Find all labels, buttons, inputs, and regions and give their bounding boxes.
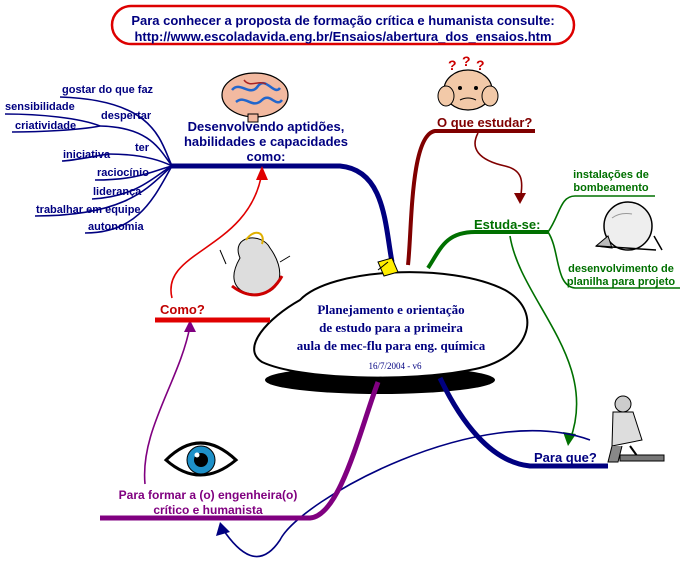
aptidao-equipe: trabalhar em equipe <box>36 204 141 216</box>
arrow-para-que-formar <box>221 429 591 558</box>
planilha-line2: planilha para projeto <box>566 276 676 288</box>
connector-aptidoes <box>170 163 395 263</box>
question-marks-head-icon: ? ? ? <box>437 53 499 111</box>
aptidao-lideranca: liderança <box>93 186 142 198</box>
arrowhead-como <box>256 166 268 180</box>
bell-icon <box>377 257 399 277</box>
svg-text:?: ? <box>448 57 457 73</box>
arrowhead-formar <box>184 320 196 332</box>
boulder-person-icon <box>594 201 663 251</box>
arrow-formar-como <box>143 325 191 485</box>
arrow-o-que-estuda <box>474 132 523 201</box>
connector-para-que <box>437 376 608 469</box>
banner-border <box>110 4 576 46</box>
aptidoes-line1: Desenvolvendo aptidões, <box>187 119 345 134</box>
para-formar-node: Para formar a (o) engenheira(o) crítico … <box>103 488 313 518</box>
estuda-se-node: Estuda-se: <box>474 217 541 232</box>
aptidoes-node: Desenvolvendo aptidões, habilidades e ca… <box>176 119 356 164</box>
aptidao-criatividade: criatividade <box>15 120 77 132</box>
eye-icon <box>163 441 239 477</box>
aptidao-despertar: despertar <box>101 110 152 122</box>
brain-icon <box>221 72 289 123</box>
thinker-icon <box>607 395 665 463</box>
aptidoes-line2: habilidades e capacidades <box>183 134 349 149</box>
instalacoes-line1: instalações de <box>573 169 649 181</box>
para-que-node: Para que? <box>534 450 597 465</box>
reference-banner: Para conhecer a proposta de formação crí… <box>110 6 576 44</box>
connector-instalacoes <box>547 195 655 233</box>
como-node: Como? <box>160 302 205 317</box>
center-date: 16/7/2004 - v6 <box>368 361 422 371</box>
center-node-shape <box>253 271 529 379</box>
arrow-como-aptidoes <box>170 171 263 299</box>
svg-text:?: ? <box>476 57 485 73</box>
aptidao-sensibilidade: sensibilidade <box>5 101 75 113</box>
connector-planilha <box>547 231 680 289</box>
connector-estuda <box>426 230 548 270</box>
aptidoes-line3: como: <box>246 149 286 164</box>
instalacoes-line2: bombeamento <box>573 182 649 194</box>
aptidao-raciocinio: raciocínio <box>97 167 149 179</box>
center-title-line2: de estudo para a primeira <box>319 320 463 335</box>
estuda-item-planilha: desenvolvimento de planilha para projeto <box>560 263 682 289</box>
aptidao-ter: ter <box>135 142 150 154</box>
spinning-figure-icon <box>219 231 291 297</box>
banner-url-link[interactable]: http://www.escoladavida.eng.br/Ensaios/a… <box>134 29 552 44</box>
connector-para-formar <box>100 381 381 521</box>
aptidao-gostar: gostar do que faz <box>62 84 154 96</box>
estuda-item-instalacoes: instalações de bombeamento <box>561 169 661 195</box>
aptidao-autonomia: autonomia <box>88 221 144 233</box>
banner-text: Para conhecer a proposta de formação crí… <box>131 13 555 28</box>
arrow-estuda-para-que <box>509 235 578 441</box>
aptitude-fan <box>4 96 173 234</box>
para-formar-line2: crítico e humanista <box>153 503 263 517</box>
para-formar-line1: Para formar a (o) engenheira(o) <box>118 488 298 502</box>
aptidao-iniciativa: iniciativa <box>63 149 111 161</box>
svg-text:?: ? <box>462 53 471 69</box>
connector-o-que <box>406 129 535 266</box>
arrowhead-o-que <box>514 193 526 204</box>
center-node: Planejamento e orientação de estudo para… <box>268 301 514 355</box>
center-title-line1: Planejamento e orientação <box>317 302 465 317</box>
o-que-estudar-node: O que estudar? <box>437 115 533 130</box>
arrowhead-para-que <box>216 522 230 536</box>
center-title-line3: aula de mec-flu para eng. química <box>296 338 486 353</box>
planilha-line1: desenvolvimento de <box>568 263 674 275</box>
